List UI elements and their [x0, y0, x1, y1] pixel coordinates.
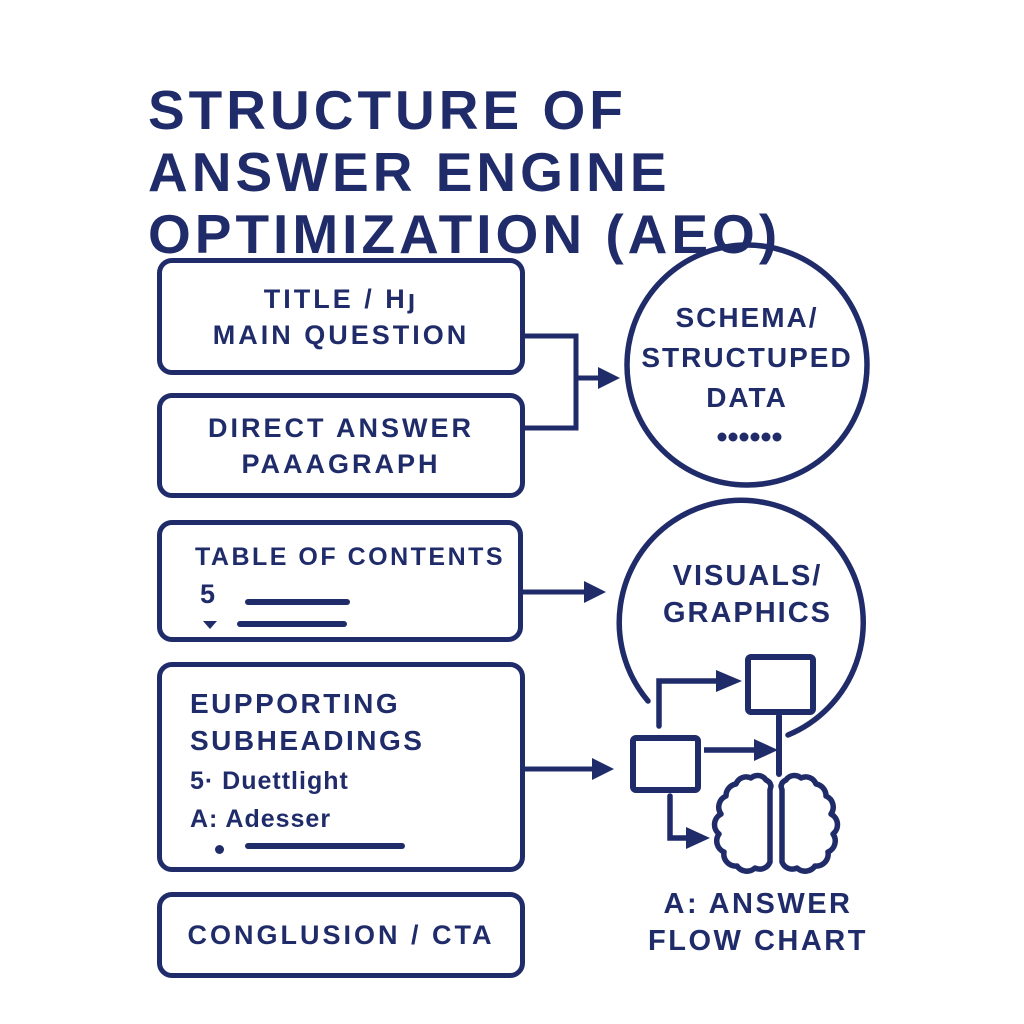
page-title: STRUCTURE OF ANSWER ENGINE OPTIMIZATION … — [148, 78, 782, 265]
box-table-of-contents: TABLE OF CONTENTS 5 — [157, 520, 523, 642]
merge-bracket-connector — [522, 333, 579, 431]
right-arrow-icon — [716, 670, 742, 692]
subheading-placeholder-line — [245, 843, 405, 849]
visuals-circle — [616, 497, 866, 738]
right-arrow-icon — [584, 581, 606, 603]
answer-flow-chart — [630, 654, 841, 874]
toc-heading: TABLE OF CONTENTS — [195, 543, 506, 571]
schema-dotted-line — [717, 432, 782, 442]
right-arrow-icon — [598, 367, 620, 389]
subheadings-heading: EUPPORTING SUBHEADINGS — [190, 688, 425, 756]
toc-bullet: 5 — [200, 579, 216, 609]
box-direct-answer-label: DIRECT ANSWER PAAAGRAPH — [208, 412, 474, 479]
subheading-bullet-dot-icon — [215, 845, 224, 854]
right-arrow-icon — [686, 827, 710, 849]
subheading-item: A: Adesser — [190, 805, 332, 833]
elbow-connector — [667, 793, 689, 841]
box-title-main-question-label: TITLE / Hȷ MAIN QUESTION — [212, 283, 470, 350]
toc-bullet-underscore-icon — [203, 621, 217, 629]
right-arrow-icon — [754, 739, 778, 761]
box-conclusion-cta: CONGLUSION / CTA — [157, 892, 525, 978]
right-arrow-icon — [592, 758, 614, 780]
schema-circle-label: SCHEMA/ STRUCTUPED DATA — [641, 302, 853, 413]
schema-circle — [624, 242, 870, 488]
visuals-circle-label: VISUALS/ GRAPHICS — [662, 560, 833, 629]
toc-placeholder-line — [237, 621, 347, 627]
box-title-main-question: TITLE / Hȷ MAIN QUESTION — [157, 258, 525, 375]
elbow-connector — [656, 678, 719, 729]
flow-chart-caption: A: ANSWER FLOW CHART — [648, 888, 868, 957]
brain-icon — [711, 772, 841, 874]
empty-box-node — [630, 735, 701, 793]
box-conclusion-cta-label: CONGLUSION / CTA — [187, 919, 495, 950]
subheading-item: 5· Duettlight — [190, 767, 349, 795]
box-supporting-subheadings: EUPPORTING SUBHEADINGS 5· Duettlight A: … — [157, 662, 525, 872]
toc-placeholder-line — [245, 599, 350, 605]
empty-box-node — [745, 654, 816, 715]
box-direct-answer: DIRECT ANSWER PAAAGRAPH — [157, 393, 525, 498]
